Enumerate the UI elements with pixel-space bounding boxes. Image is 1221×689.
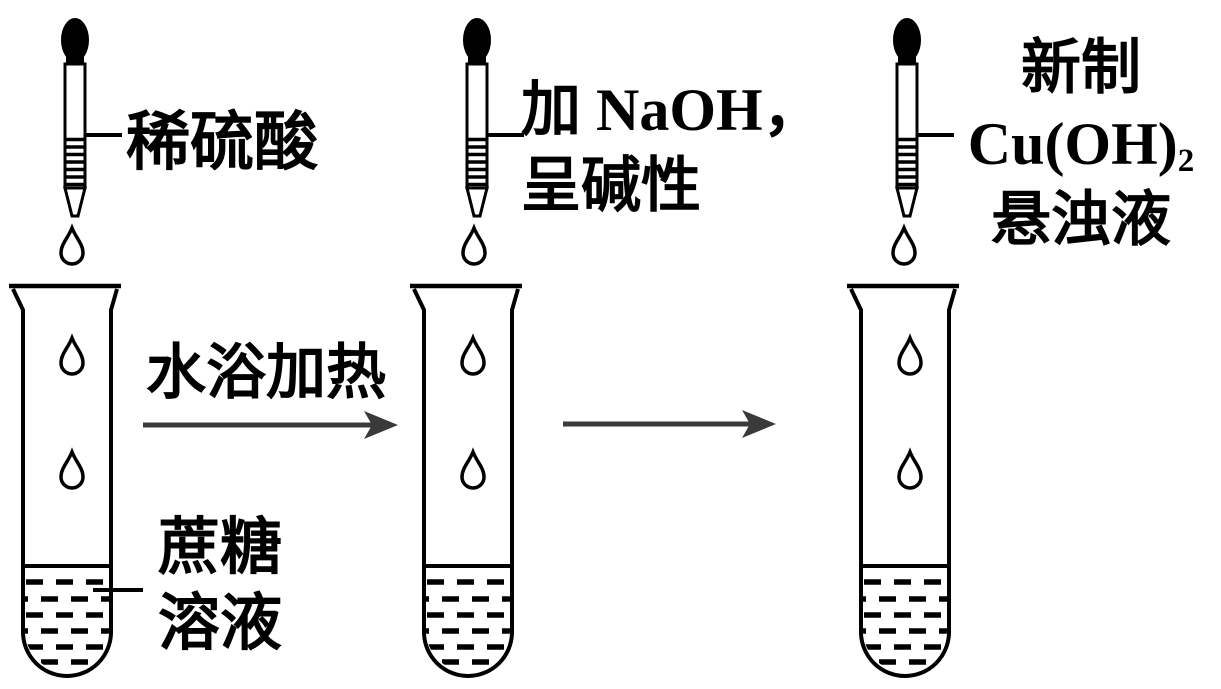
tube1-content-line2: 溶液 xyxy=(157,590,282,658)
arrow-2-icon xyxy=(563,410,776,438)
test-tube-1 xyxy=(9,286,121,676)
arrow-2-head xyxy=(742,410,776,438)
formula-subscript: 2 xyxy=(1177,143,1195,180)
dropper3-label-line3: 悬浊液 xyxy=(991,187,1171,253)
dropper2-label-line2: 呈碱性 xyxy=(521,153,701,219)
dropper-3 xyxy=(893,18,954,264)
tube1-content-label: 蔗糖 溶液 xyxy=(146,510,294,662)
dropper3-label-formula: Cu(OH)2 xyxy=(948,106,1214,182)
test-tube-3 xyxy=(847,286,959,676)
arrow1-label: 水浴加热 xyxy=(146,340,386,406)
dropper3-label-line1: 新制 xyxy=(1021,35,1141,101)
dropper-1 xyxy=(61,18,122,264)
dropper3-label: 新制 Cu(OH)2 悬浊液 xyxy=(948,30,1214,258)
tube1-content-line1: 蔗糖 xyxy=(157,514,282,582)
arrow-1-icon xyxy=(143,411,398,439)
dropper2-label: 加 NaOH， 呈碱性 xyxy=(521,72,823,224)
dropper2-label-line1: 加 NaOH， xyxy=(521,77,823,143)
dropper1-label: 稀硫酸 xyxy=(126,107,318,178)
arrow-1-head xyxy=(364,411,398,439)
dropper-2 xyxy=(463,18,524,264)
test-tube-2 xyxy=(410,286,522,676)
formula-main: Cu(OH) xyxy=(967,111,1178,177)
